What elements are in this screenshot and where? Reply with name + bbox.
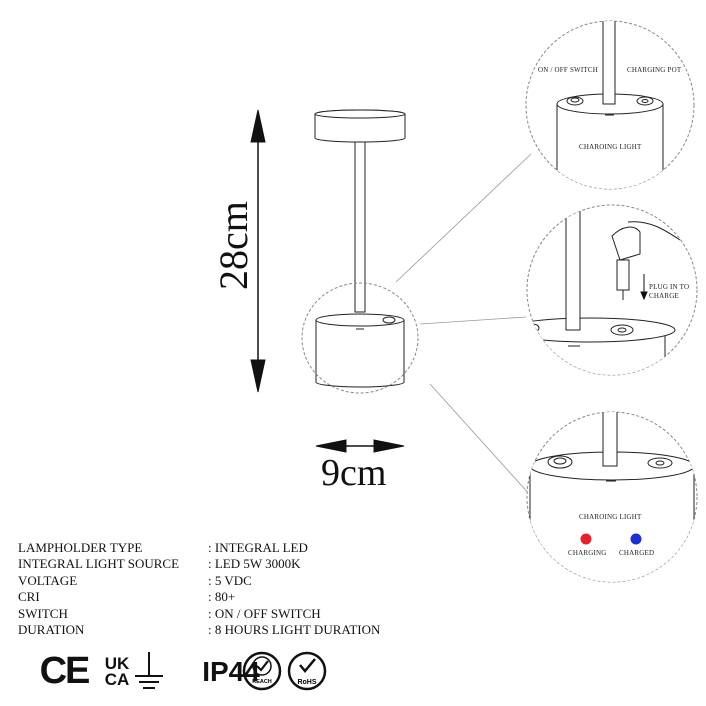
charged-label: CHARGED bbox=[619, 549, 655, 557]
certification-row: CE UK CA IP44 bbox=[36, 650, 266, 693]
detail-circle-switch bbox=[525, 20, 695, 190]
ukca-mark: UK CA bbox=[98, 653, 136, 689]
spec-value: : ON / OFF SWITCH bbox=[208, 605, 321, 621]
connector-lines bbox=[395, 153, 541, 507]
reach-icon bbox=[242, 651, 282, 691]
spec-key: DURATION bbox=[18, 622, 85, 638]
base-highlight-circle bbox=[301, 282, 419, 394]
spec-value: : 80+ bbox=[208, 589, 236, 605]
charging-port-callout: CHARGING POT bbox=[627, 66, 682, 74]
spec-key: VOLTAGE bbox=[18, 572, 78, 588]
charged-indicator-dot bbox=[630, 533, 642, 545]
spec-table: LAMPHOLDER TYPE : INTEGRAL LED INTEGRAL L… bbox=[18, 540, 380, 638]
reach-label: REACH bbox=[252, 679, 272, 685]
spec-row: INTEGRAL LIGHT SOURCE : LED 5W 3000K bbox=[18, 556, 380, 572]
plug-in-callout-line1: PLUG IN TO bbox=[649, 283, 690, 291]
spec-row: LAMPHOLDER TYPE : INTEGRAL LED bbox=[18, 540, 380, 556]
spec-value: : LED 5W 3000K bbox=[208, 556, 301, 572]
spec-value: : 8 HOURS LIGHT DURATION bbox=[208, 622, 381, 638]
spec-key: SWITCH bbox=[18, 605, 68, 621]
ukca-top: UK bbox=[104, 653, 130, 673]
spec-value: : 5 VDC bbox=[208, 572, 252, 588]
spec-value: : INTEGRAL LED bbox=[208, 540, 308, 555]
spec-row: VOLTAGE : 5 VDC bbox=[18, 573, 380, 589]
charging-light-callout-bottom: CHAROING LIGHT bbox=[579, 513, 642, 521]
height-arrow bbox=[250, 109, 266, 393]
rohs-label: RoHS bbox=[297, 679, 316, 686]
charging-light-callout-top: CHAROING LIGHT bbox=[579, 143, 642, 151]
ce-mark: CE bbox=[39, 650, 91, 692]
spec-row: DURATION : 8 HOURS LIGHT DURATION bbox=[18, 622, 380, 638]
ground-icon bbox=[135, 652, 163, 689]
rohs-icon bbox=[287, 651, 327, 691]
spec-key: CRI bbox=[18, 589, 40, 605]
spec-row: CRI : 80+ bbox=[18, 589, 380, 605]
charging-label: CHARGING bbox=[568, 549, 607, 557]
switch-callout: ON / OFF SWITCH bbox=[538, 66, 598, 74]
spec-key: LAMPHOLDER TYPE bbox=[18, 540, 143, 555]
height-dimension-label: 28cm bbox=[211, 201, 256, 290]
spec-row: SWITCH : ON / OFF SWITCH bbox=[18, 606, 380, 622]
detail-circle-indicator bbox=[526, 411, 698, 583]
plug-in-callout-line2: CHARGE bbox=[649, 292, 679, 300]
ip-rating: IP44 bbox=[202, 655, 260, 687]
width-arrow bbox=[315, 439, 405, 453]
lamp-illustration bbox=[314, 109, 406, 388]
width-dimension-label: 9cm bbox=[321, 452, 387, 494]
spec-key: INTEGRAL LIGHT SOURCE bbox=[18, 556, 180, 572]
ukca-bottom: CA bbox=[104, 669, 130, 689]
charging-indicator-dot bbox=[580, 533, 592, 545]
plug-arrow bbox=[640, 274, 648, 301]
